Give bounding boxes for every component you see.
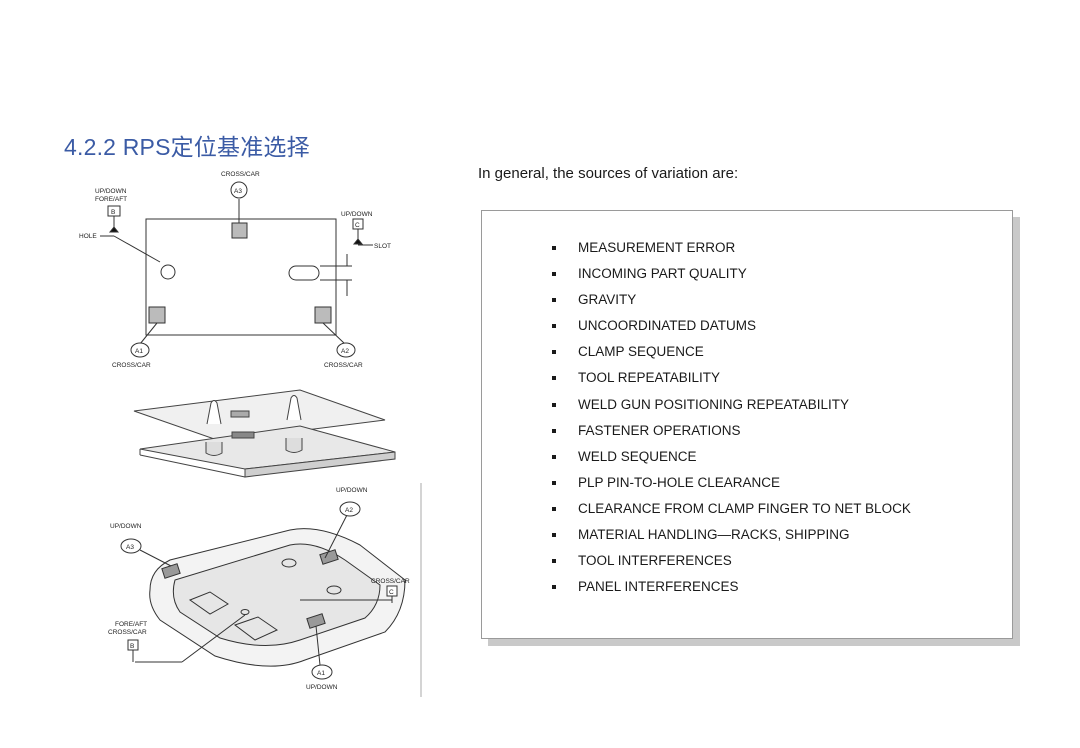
- label-a1: A1: [135, 348, 143, 355]
- list-item: MEASUREMENT ERROR: [552, 240, 911, 266]
- fixture-pins-diagram: [133, 389, 396, 478]
- bullet-icon: [552, 246, 556, 250]
- bullet-icon: [552, 454, 556, 459]
- label-updown-right: UP/DOWN: [341, 211, 373, 218]
- datum-scheme-diagram: [100, 181, 373, 358]
- label-a2-tray: A2: [345, 507, 353, 514]
- label-b-tray: B: [130, 643, 134, 650]
- label-updown: UP/DOWN: [95, 188, 127, 195]
- bullet-icon: [552, 506, 556, 511]
- variation-intro: In general, the sources of variation are…: [478, 165, 739, 182]
- label-a1-tray: A1: [317, 670, 325, 677]
- list-item: UNCOORDINATED DATUMS: [552, 318, 911, 344]
- label-crosscar-b: CROSS/CAR: [108, 629, 147, 636]
- label-crosscar-c: CROSS/CAR: [371, 578, 410, 585]
- bullet-icon: [552, 559, 556, 564]
- label-c-tray: C: [389, 589, 394, 596]
- label-updown-a2: UP/DOWN: [336, 487, 368, 494]
- label-updown-a3: UP/DOWN: [110, 523, 142, 530]
- variation-sources-list: MEASUREMENT ERROR INCOMING PART QUALITY …: [552, 240, 911, 605]
- list-item: PANEL INTERFERENCES: [552, 579, 911, 605]
- bullet-icon: [552, 324, 556, 329]
- label-foreaft: FORE/AFT: [95, 196, 127, 203]
- bullet-icon: [552, 402, 556, 407]
- list-item: TOOL INTERFERENCES: [552, 553, 911, 579]
- label-a3: A3: [234, 188, 242, 195]
- list-item: MATERIAL HANDLING—RACKS, SHIPPING: [552, 527, 911, 553]
- list-item: CLEARANCE FROM CLAMP FINGER TO NET BLOCK: [552, 501, 911, 527]
- list-item: FASTENER OPERATIONS: [552, 423, 911, 449]
- bullet-icon: [552, 298, 556, 303]
- list-item: PLP PIN-TO-HOLE CLEARANCE: [552, 475, 911, 501]
- list-item: GRAVITY: [552, 292, 911, 318]
- label-crosscar-top: CROSS/CAR: [221, 171, 260, 178]
- bullet-icon: [552, 272, 556, 277]
- list-item: INCOMING PART QUALITY: [552, 266, 911, 292]
- label-a2: A2: [341, 348, 349, 355]
- bullet-icon: [552, 480, 556, 485]
- label-crosscar-a1: CROSS/CAR: [112, 362, 151, 369]
- tray-part-diagram: [120, 483, 422, 697]
- list-item: WELD GUN POSITIONING REPEATABILITY: [552, 397, 911, 423]
- label-updown-a1: UP/DOWN: [306, 684, 338, 691]
- bullet-icon: [552, 428, 556, 433]
- list-item: TOOL REPEATABILITY: [552, 370, 911, 396]
- bullet-icon: [552, 350, 556, 355]
- label-b: B: [111, 209, 115, 216]
- page-title: 4.2.2 RPS定位基准选择: [64, 134, 310, 160]
- datum-scheme-labels: UP/DOWN FORE/AFT B HOLE CROSS/CAR A3 UP/…: [79, 171, 391, 369]
- label-a3-tray: A3: [126, 544, 134, 551]
- label-crosscar-a2: CROSS/CAR: [324, 362, 363, 369]
- bullet-icon: [552, 585, 556, 590]
- variation-sources-box: MEASUREMENT ERROR INCOMING PART QUALITY …: [481, 210, 1013, 639]
- label-hole: HOLE: [79, 233, 97, 240]
- tray-part-labels: UP/DOWN A2 UP/DOWN A3 CROSS/CAR C FORE/A…: [108, 487, 410, 691]
- label-c: C: [355, 222, 360, 229]
- bullet-icon: [552, 376, 556, 381]
- list-item: CLAMP SEQUENCE: [552, 344, 911, 370]
- bullet-icon: [552, 533, 556, 538]
- label-slot: SLOT: [374, 243, 391, 250]
- label-foreaft-tray: FORE/AFT: [115, 621, 147, 628]
- list-item: WELD SEQUENCE: [552, 449, 911, 475]
